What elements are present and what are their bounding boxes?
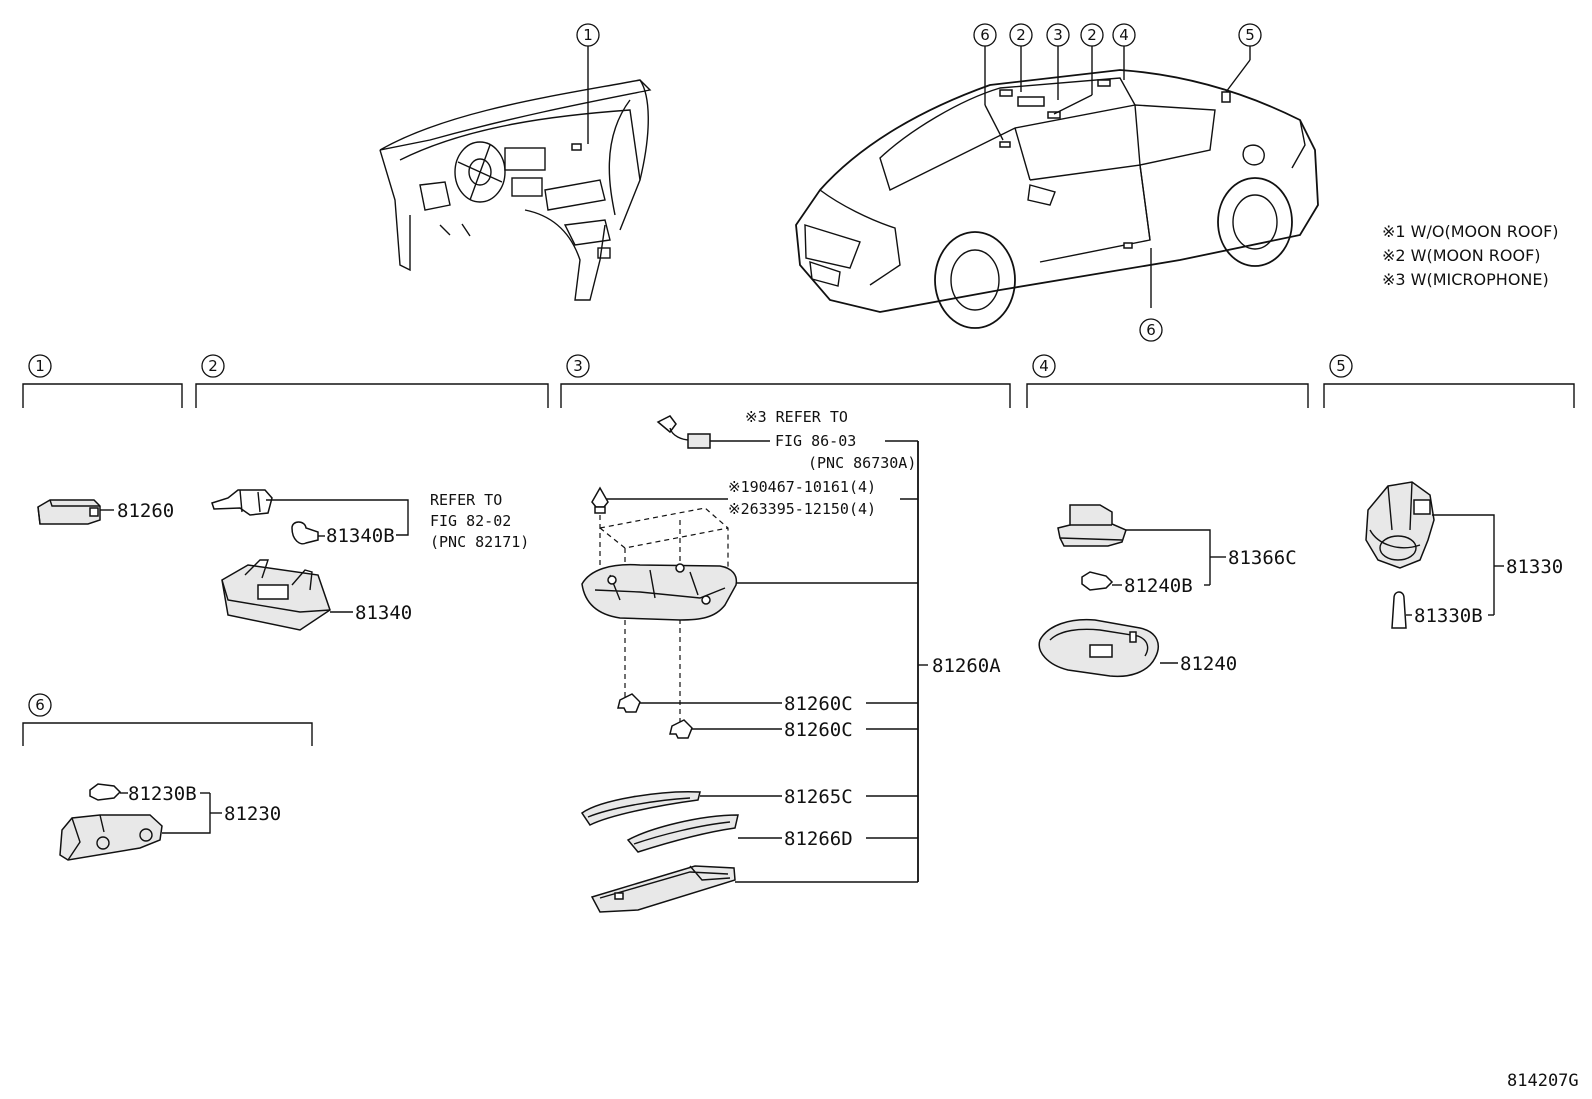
part-clip-drawing xyxy=(591,486,609,514)
callout-car-3: 3 xyxy=(1046,23,1070,47)
label-81330B: 81330B xyxy=(1414,605,1483,627)
refer-mic-line2: FIG 86-03 xyxy=(775,432,856,450)
label-81330: 81330 xyxy=(1506,556,1563,578)
part-81366C-drawing xyxy=(1057,504,1127,547)
label-81260: 81260 xyxy=(117,500,174,522)
svg-text:6: 6 xyxy=(980,26,990,44)
label-81340B: 81340B xyxy=(326,525,395,547)
label-81240B: 81240B xyxy=(1124,575,1193,597)
svg-text:3: 3 xyxy=(573,357,583,375)
callout-car-6-top: 6 xyxy=(973,23,997,47)
section-header-1: 1 xyxy=(22,354,183,408)
label-81260A: 81260A xyxy=(932,655,1001,677)
part-81340-lamp-housing xyxy=(221,559,331,631)
svg-text:5: 5 xyxy=(1245,26,1255,44)
part-81260A-base-drawing xyxy=(581,563,738,621)
part-81230-housing xyxy=(59,814,163,861)
car-callout-leaders xyxy=(587,46,1251,308)
label-81366C: 81366C xyxy=(1228,547,1297,569)
section-header-4: 4 xyxy=(1026,354,1309,408)
section-2-parts: 81340B REFER TO FIG 82-02 (PNC 82171) 81… xyxy=(211,489,529,631)
note-1: ※1 W/O(MOON ROOF) xyxy=(1382,222,1559,241)
svg-text:1: 1 xyxy=(583,26,593,44)
section-5-parts: 81330 81330B xyxy=(1365,481,1563,629)
section-3-parts: ※3 REFER TO FIG 86-03 (PNC 86730A) ※1904… xyxy=(580,408,1001,913)
label-81265C: 81265C xyxy=(784,786,853,808)
callout-car-2-left: 2 xyxy=(1009,23,1033,47)
part-81330B-bulb xyxy=(1391,591,1407,629)
label-81260C-b: 81260C xyxy=(784,719,853,741)
svg-text:5: 5 xyxy=(1336,357,1346,375)
section-header-3: 3 xyxy=(560,354,1011,408)
drawing-code: 814207G xyxy=(1507,1071,1579,1091)
note-2: ※2 W(MOON ROOF) xyxy=(1382,246,1541,265)
refer-to-82-02-line3: (PNC 82171) xyxy=(430,533,529,551)
part-microphone-drawing xyxy=(656,415,711,449)
section-header-2: 2 xyxy=(195,354,549,408)
label-81260C-a: 81260C xyxy=(784,693,853,715)
label-81340: 81340 xyxy=(355,602,412,624)
section-4-parts: 81366C 81240B 81240 xyxy=(1038,504,1297,678)
refer-mic-line3: (PNC 86730A) xyxy=(808,454,916,472)
label-81230: 81230 xyxy=(224,803,281,825)
label-clip-2: ※263395-12150(4) xyxy=(728,500,876,518)
car-illustration xyxy=(795,69,1319,329)
note-3: ※3 W(MICROPHONE) xyxy=(1382,270,1549,289)
label-clip-1: ※190467-10161(4) xyxy=(728,478,876,496)
part-81260C-bulb-b xyxy=(669,719,693,739)
svg-text:3: 3 xyxy=(1053,26,1063,44)
section-6-parts: 81230B 81230 xyxy=(59,783,281,861)
part-81230B-bulb xyxy=(89,783,122,801)
label-81266D: 81266D xyxy=(784,828,853,850)
svg-text:1: 1 xyxy=(35,357,45,375)
svg-text:2: 2 xyxy=(1087,26,1097,44)
callout-car-4: 4 xyxy=(1112,23,1136,47)
label-81230B: 81230B xyxy=(128,783,197,805)
svg-text:6: 6 xyxy=(1146,321,1156,339)
refer-to-82-02-line1: REFER TO xyxy=(430,491,502,509)
svg-text:4: 4 xyxy=(1039,357,1049,375)
svg-text:6: 6 xyxy=(35,696,45,714)
callout-dash-1: 1 xyxy=(576,23,600,47)
part-81266D-lens xyxy=(626,814,739,853)
callout-car-2-right: 2 xyxy=(1080,23,1104,47)
part-81265C-lens xyxy=(580,790,701,826)
refer-mic-line1: ※3 REFER TO xyxy=(745,408,848,426)
part-switch-drawing xyxy=(211,489,273,516)
part-81260C-bulb-a xyxy=(617,693,641,713)
part-81340B-bulb xyxy=(291,521,319,545)
svg-text:4: 4 xyxy=(1119,26,1129,44)
callout-car-6-bottom: 6 xyxy=(1139,318,1163,342)
part-81330-drawing xyxy=(1365,481,1435,569)
part-81240-housing xyxy=(1038,618,1159,678)
callout-car-5: 5 xyxy=(1238,23,1262,47)
svg-text:2: 2 xyxy=(208,357,218,375)
part-cover-drawing xyxy=(590,865,736,913)
section-header-6: 6 xyxy=(22,693,313,746)
section-1-parts: 81260 xyxy=(37,499,174,525)
label-81240: 81240 xyxy=(1180,653,1237,675)
part-81240B-bulb xyxy=(1081,571,1114,591)
refer-to-82-02-line2: FIG 82-02 xyxy=(430,512,511,530)
svg-text:2: 2 xyxy=(1016,26,1026,44)
section-header-5: 5 xyxy=(1323,354,1575,408)
variant-notes: ※1 W/O(MOON ROOF) ※2 W(MOON ROOF) ※3 W(M… xyxy=(1382,222,1559,289)
dashboard-illustration xyxy=(379,79,652,301)
part-81260-drawing xyxy=(37,499,101,525)
